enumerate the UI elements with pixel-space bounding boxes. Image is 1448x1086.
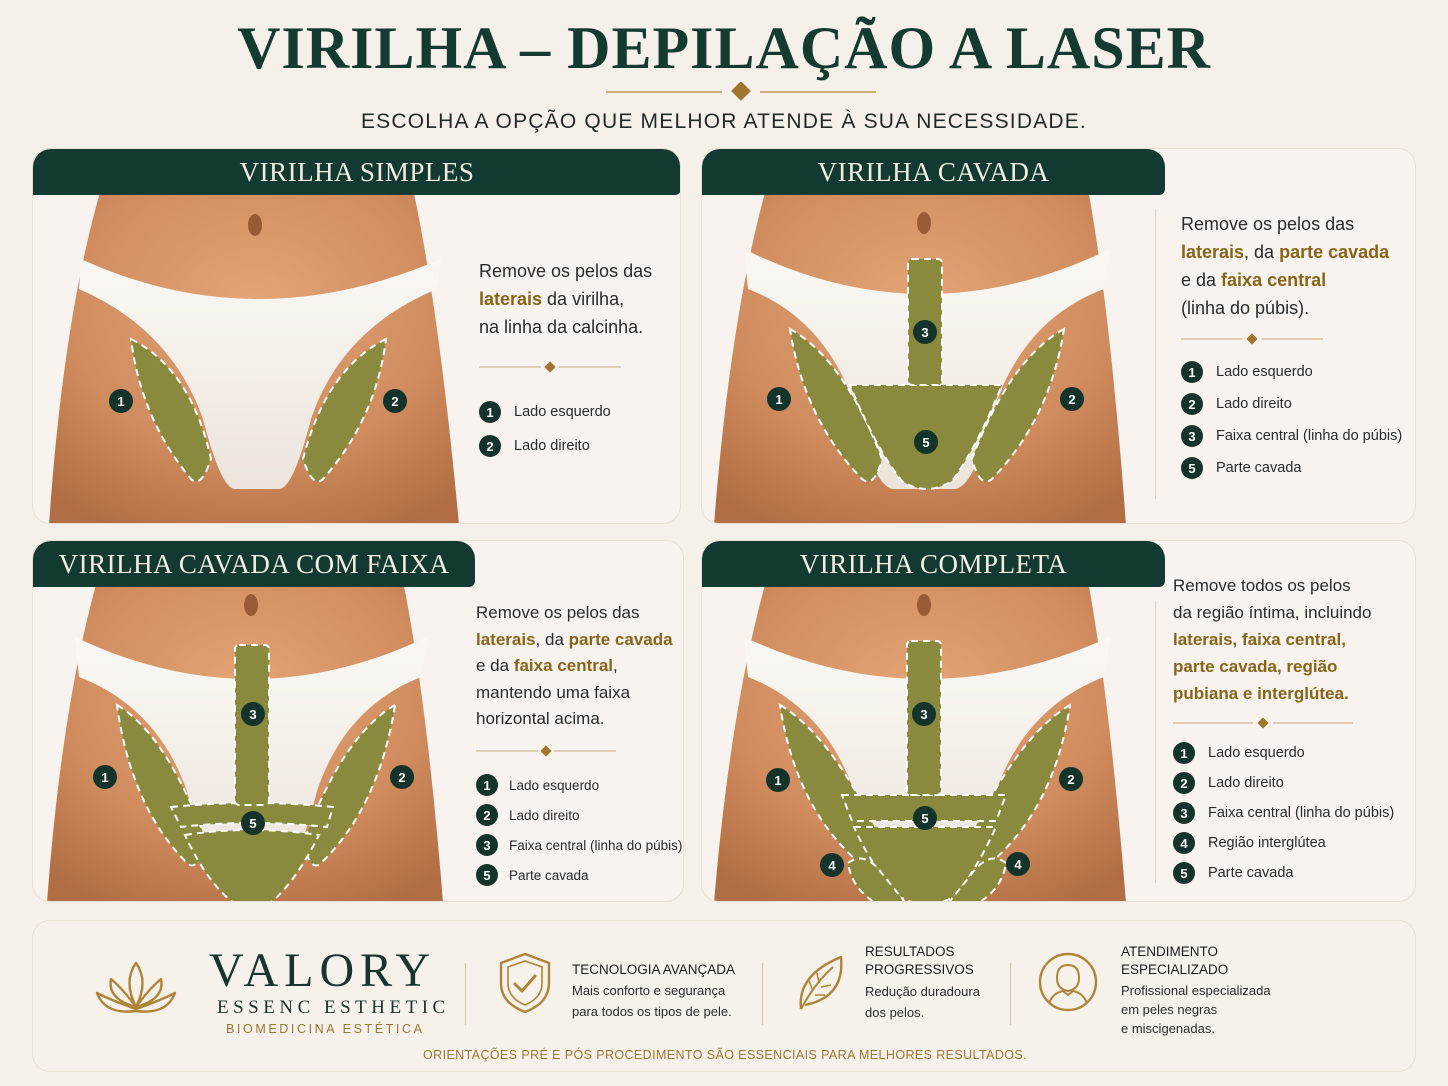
card-virilha-cavada[interactable]: VIRILHA CAVADA 1 2 3 5 Remove os pelos d… bbox=[701, 148, 1416, 524]
feature-text: Mais conforto e segurança para todos os … bbox=[572, 983, 732, 1019]
divider-ornament bbox=[1173, 717, 1353, 729]
page-subtitle: ESCOLHA A OPÇÃO QUE MELHOR ATENDE À SUA … bbox=[360, 110, 1088, 133]
card-title: VIRILHA COMPLETA bbox=[702, 541, 1165, 587]
marker-3: 3 bbox=[913, 320, 937, 344]
marker-2: 2 bbox=[1059, 767, 1083, 791]
marker-2: 2 bbox=[390, 765, 414, 789]
person-icon bbox=[1038, 952, 1098, 1012]
column-divider bbox=[1155, 209, 1156, 499]
card-description: Remove os pelos das laterais da virilha,… bbox=[479, 261, 653, 337]
card-virilha-cavada-com-faixa[interactable]: VIRILHA CAVADA COM FAIXA 1 2 3 5 Remove … bbox=[32, 540, 684, 902]
card-title: VIRILHA CAVADA bbox=[702, 149, 1165, 195]
marker-5: 5 bbox=[241, 811, 265, 835]
body-illustration: 1 2 3 5 bbox=[47, 581, 453, 901]
brand-subtitle: ESSENC ESTHETIC bbox=[217, 997, 450, 1018]
feature-text: Redução duradoura dos pelos. bbox=[865, 984, 980, 1020]
footer-note: ORIENTAÇÕES PRÉ E PÓS PROCEDIMENTO SÃO E… bbox=[423, 1048, 1027, 1062]
marker-1: 1 bbox=[109, 389, 133, 413]
feature-title: RESULTADOS PROGRESSIVOS bbox=[865, 944, 974, 977]
footer-separator bbox=[1010, 963, 1011, 1025]
marker-5: 5 bbox=[913, 806, 937, 830]
card-virilha-simples[interactable]: VIRILHA SIMPLES 1 2 Remove os pelos das … bbox=[32, 148, 681, 524]
marker-2: 2 bbox=[383, 389, 407, 413]
page-title: VIRILHA – DEPILAÇÃO A LASER bbox=[237, 15, 1211, 81]
divider-ornament bbox=[479, 361, 621, 373]
card-title: VIRILHA CAVADA COM FAIXA bbox=[33, 541, 475, 587]
feature-title: TECNOLOGIA AVANÇADA bbox=[572, 962, 736, 977]
body-illustration: 1 2 3 4 4 5 bbox=[714, 581, 1140, 901]
card-description: Remove os pelos das laterais, da parte c… bbox=[1181, 214, 1390, 318]
shield-check-icon bbox=[499, 952, 551, 1014]
divider-ornament bbox=[476, 745, 616, 757]
card-virilha-completa[interactable]: VIRILHA COMPLETA 1 2 3 4 4 5 Remove todo… bbox=[701, 540, 1416, 902]
marker-3: 3 bbox=[912, 702, 936, 726]
marker-1: 1 bbox=[766, 768, 790, 792]
body-illustration: 1 2 3 5 bbox=[714, 189, 1140, 523]
marker-5: 5 bbox=[914, 430, 938, 454]
column-divider bbox=[1155, 601, 1156, 883]
marker-4: 4 bbox=[1006, 852, 1030, 876]
divider-ornament bbox=[1181, 333, 1323, 345]
brand-name: VALORY bbox=[209, 944, 437, 997]
marker-1: 1 bbox=[93, 765, 117, 789]
marker-4: 4 bbox=[820, 853, 844, 877]
title-ornament bbox=[606, 82, 876, 101]
card-title: VIRILHA SIMPLES bbox=[33, 149, 680, 195]
feature-text: Profissional especializada em peles negr… bbox=[1121, 983, 1271, 1036]
card-description: Remove os pelos das laterais, da parte c… bbox=[476, 603, 673, 728]
marker-2: 2 bbox=[1060, 387, 1084, 411]
feature-title: ATENDIMENTO ESPECIALIZADO bbox=[1121, 944, 1229, 977]
card-description: Remove todos os pelos da região íntima, … bbox=[1173, 576, 1372, 703]
lotus-icon bbox=[95, 961, 177, 1013]
footer-separator bbox=[762, 963, 763, 1025]
footer-panel: VALORY ESSENC ESTHETIC BIOMEDICINA ESTÉT… bbox=[32, 920, 1416, 1072]
footer-separator bbox=[465, 963, 466, 1025]
body-illustration: 1 2 bbox=[41, 189, 473, 523]
brand-tagline: BIOMEDICINA ESTÉTICA bbox=[226, 1022, 425, 1036]
marker-3: 3 bbox=[241, 702, 265, 726]
leaf-icon bbox=[799, 955, 843, 1010]
marker-1: 1 bbox=[767, 387, 791, 411]
